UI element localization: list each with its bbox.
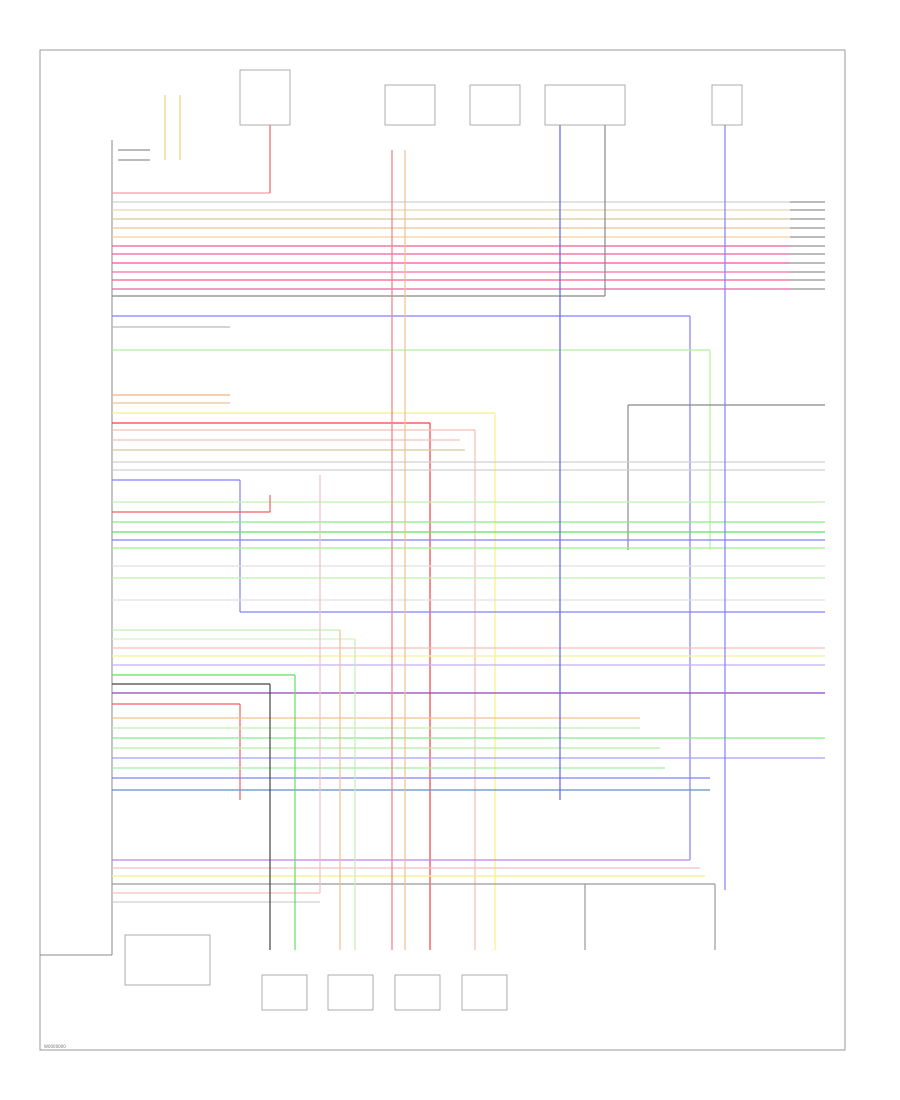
label-marks — [118, 149, 825, 290]
footer-code: W0000000 — [44, 1044, 66, 1049]
wire-bundle-bottom — [112, 859, 715, 903]
vertical-wires — [164, 95, 726, 950]
wire-bundle-top — [112, 192, 825, 297]
diagram-frame — [39, 49, 846, 1051]
wire-bundle-middle — [112, 315, 825, 950]
top-components — [239, 69, 743, 126]
bottom-connectors — [124, 934, 508, 1011]
